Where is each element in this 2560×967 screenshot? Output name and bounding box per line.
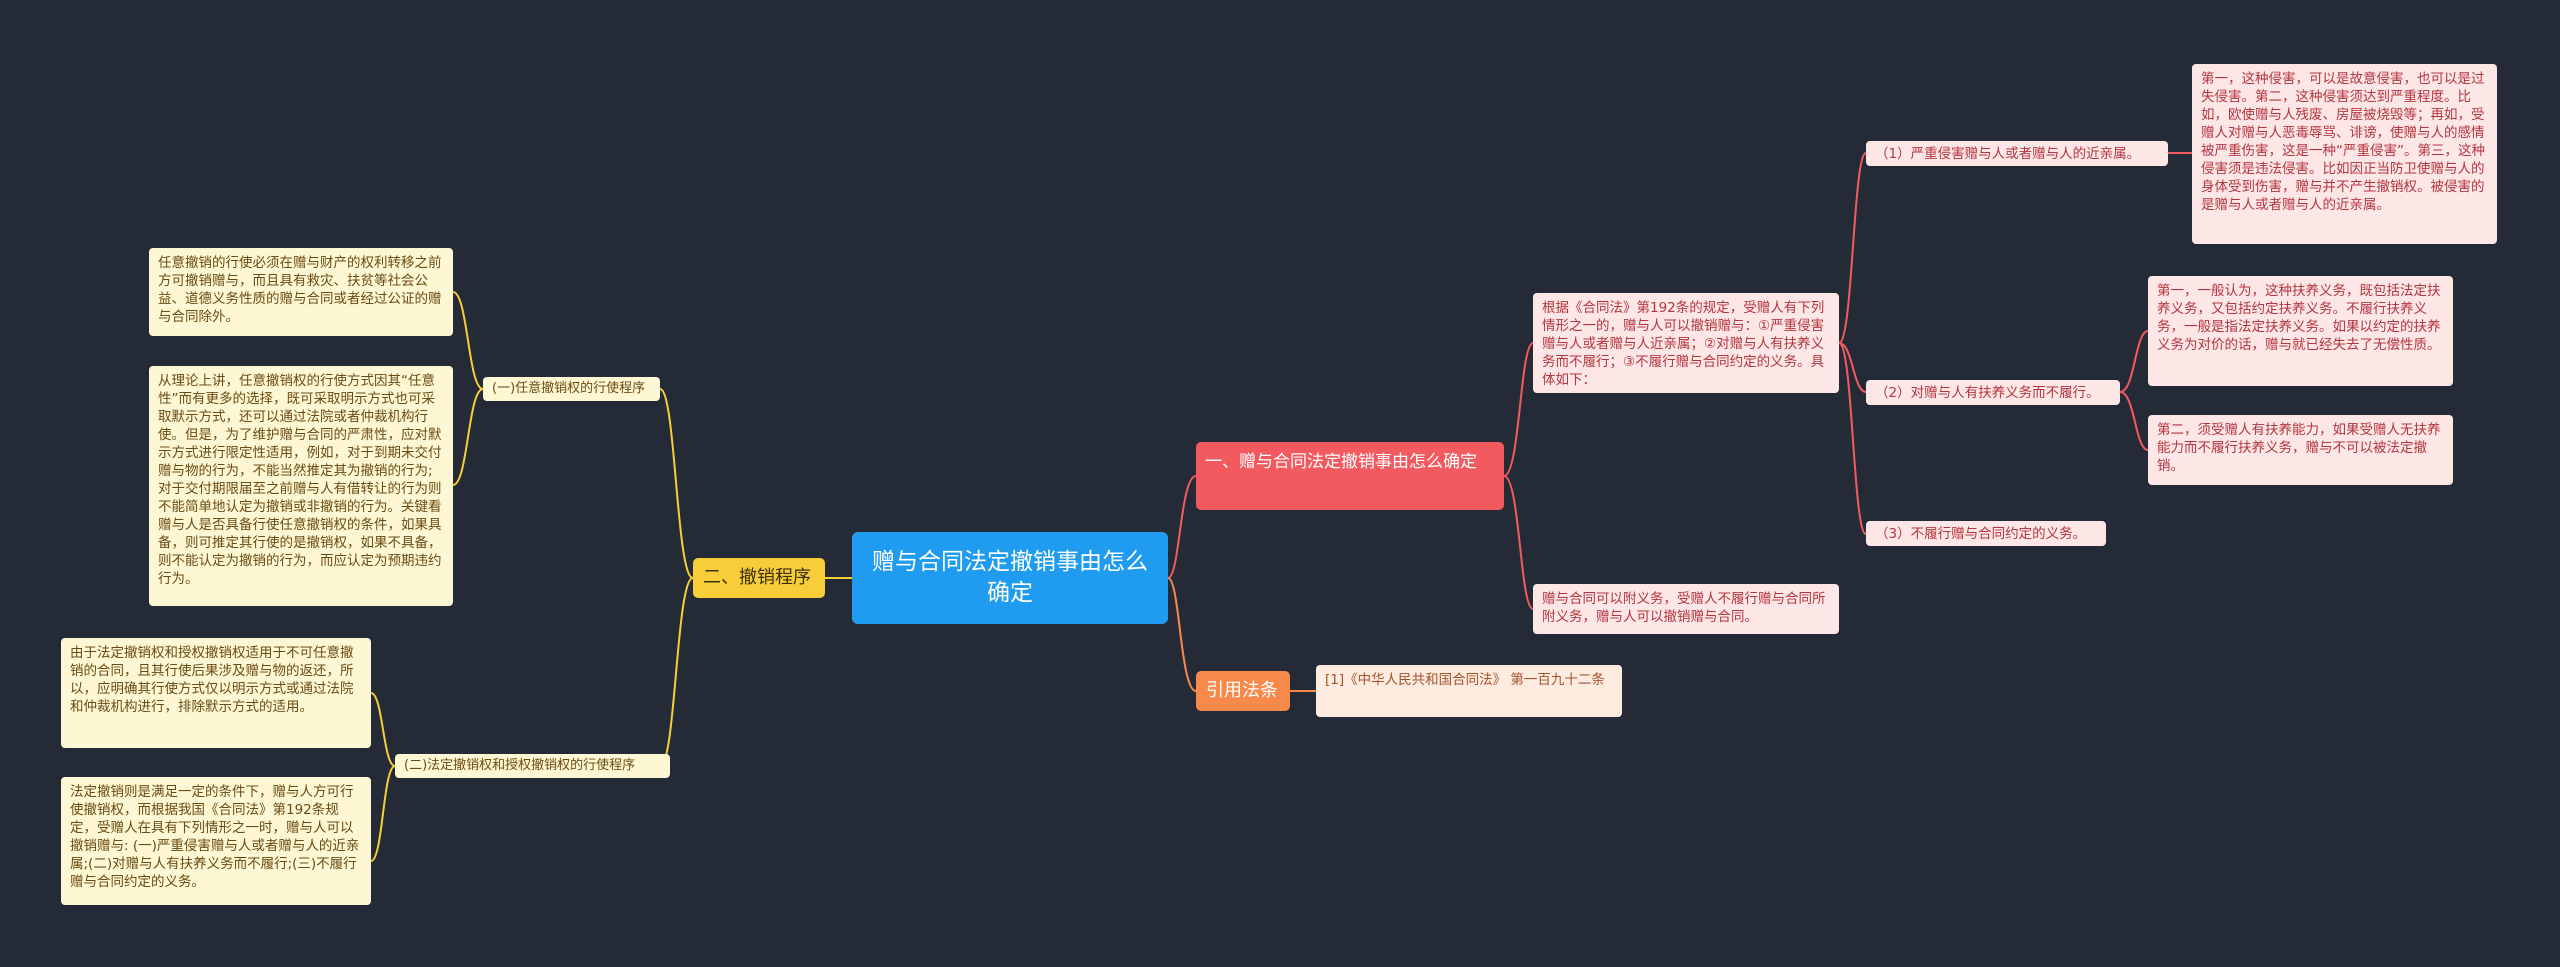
- note-arbitrary-2: 从理论上讲，任意撤销权的行使方式因其“任意性”而有更多的选择，既可采取明示方式也…: [149, 366, 453, 606]
- item-label: （3）不履行赠与合同约定的义务。: [1875, 525, 2087, 542]
- note-statutory-1: 由于法定撤销权和授权撤销权适用于不可任意撤销的合同，且其行使后果涉及赠与物的返还…: [61, 638, 371, 748]
- link-sub1-notes: [452, 291, 484, 486]
- sub-statutory-revocation[interactable]: (二)法定撤销权和授权撤销权的行使程序: [395, 754, 670, 778]
- note-text: 从理论上讲，任意撤销权的行使方式因其“任意性”而有更多的选择，既可采取明示方式也…: [158, 373, 442, 587]
- detail-text: 第二，须受赠人有扶养能力，如果受赠人无扶养能力而不履行扶养义务，赠与不可以被法定…: [2157, 422, 2441, 474]
- link-left-sub1: [659, 388, 694, 579]
- link-sub2-notes: [370, 692, 396, 862]
- cited-law-ref[interactable]: [1]《中华人民共和国合同法》 第一百九十二条: [1316, 665, 1622, 717]
- root-title: 赠与合同法定撤销事由怎么确定: [872, 549, 1148, 606]
- link-intro-items: [1838, 152, 1867, 535]
- branch-revocation-procedure[interactable]: 二、撤销程序: [693, 558, 825, 598]
- link-red-extra: [1503, 475, 1534, 610]
- link-root-orange: [1167, 577, 1197, 692]
- root-topic[interactable]: 赠与合同法定撤销事由怎么确定: [852, 532, 1168, 624]
- note-text: 任意撤销的行使必须在赠与财产的权利转移之前方可撤销赠与，而且具有救灾、扶贫等社会…: [158, 255, 442, 325]
- note-statutory-2: 法定撤销则是满足一定的条件下，赠与人方可行使撤销权，而根据我国《合同法》第192…: [61, 777, 371, 905]
- branch-label: 一、赠与合同法定撤销事由怎么确定: [1205, 452, 1477, 472]
- link-item2-details: [2119, 330, 2149, 451]
- link-left-sub2: [659, 577, 694, 767]
- ground-detail-1: 第一，这种侵害，可以是故意侵害，也可以是过失侵害。第二，这种侵害须达到严重程度。…: [2192, 64, 2497, 244]
- sub-label: (一)任意撤销权的行使程序: [492, 381, 646, 396]
- note-text: 由于法定撤销权和授权撤销权适用于不可任意撤销的合同，且其行使后果涉及赠与物的返还…: [70, 645, 354, 715]
- ground-item-2[interactable]: （2）对赠与人有扶养义务而不履行。: [1866, 380, 2120, 405]
- branch-label: 引用法条: [1206, 680, 1278, 701]
- branch-label: 二、撤销程序: [703, 567, 811, 588]
- note-arbitrary-1: 任意撤销的行使必须在赠与财产的权利转移之前方可撤销赠与，而且具有救灾、扶贫等社会…: [149, 248, 453, 336]
- grounds-extra: 赠与合同可以附义务，受赠人不履行赠与合同所附义务，赠与人可以撤销赠与合同。: [1533, 584, 1839, 634]
- branch-revocation-grounds[interactable]: 一、赠与合同法定撤销事由怎么确定: [1196, 442, 1504, 510]
- grounds-intro: 根据《合同法》第192条的规定，受赠人有下列情形之一的，赠与人可以撤销赠与：①严…: [1533, 293, 1839, 393]
- ground-item-3[interactable]: （3）不履行赠与合同约定的义务。: [1866, 521, 2106, 546]
- link-root-red: [1167, 475, 1197, 579]
- sub-arbitrary-revocation[interactable]: (一)任意撤销权的行使程序: [483, 377, 660, 401]
- item-label: （1）严重侵害赠与人或者赠与人的近亲属。: [1875, 145, 2141, 162]
- branch-cited-law[interactable]: 引用法条: [1196, 671, 1290, 711]
- ground-item-1[interactable]: （1）严重侵害赠与人或者赠与人的近亲属。: [1866, 141, 2168, 166]
- detail-text: 第一，一般认为，这种扶养义务，既包括法定扶养义务，又包括约定扶养义务。不履行扶养…: [2157, 283, 2441, 353]
- ref-text: [1]《中华人民共和国合同法》 第一百九十二条: [1325, 672, 1605, 688]
- link-red-intro: [1503, 342, 1534, 477]
- note-text: 法定撤销则是满足一定的条件下，赠与人方可行使撤销权，而根据我国《合同法》第192…: [70, 784, 360, 890]
- item-label: （2）对赠与人有扶养义务而不履行。: [1875, 384, 2100, 401]
- sub-label: (二)法定撤销权和授权撤销权的行使程序: [404, 758, 636, 773]
- intro-text: 根据《合同法》第192条的规定，受赠人有下列情形之一的，赠与人可以撤销赠与：①严…: [1542, 300, 1825, 388]
- detail-text: 第一，这种侵害，可以是故意侵害，也可以是过失侵害。第二，这种侵害须达到严重程度。…: [2201, 71, 2485, 213]
- ground-detail-2a: 第一，一般认为，这种扶养义务，既包括法定扶养义务，又包括约定扶养义务。不履行扶养…: [2148, 276, 2453, 386]
- ground-detail-2b: 第二，须受赠人有扶养能力，如果受赠人无扶养能力而不履行扶养义务，赠与不可以被法定…: [2148, 415, 2453, 485]
- extra-text: 赠与合同可以附义务，受赠人不履行赠与合同所附义务，赠与人可以撤销赠与合同。: [1542, 591, 1826, 625]
